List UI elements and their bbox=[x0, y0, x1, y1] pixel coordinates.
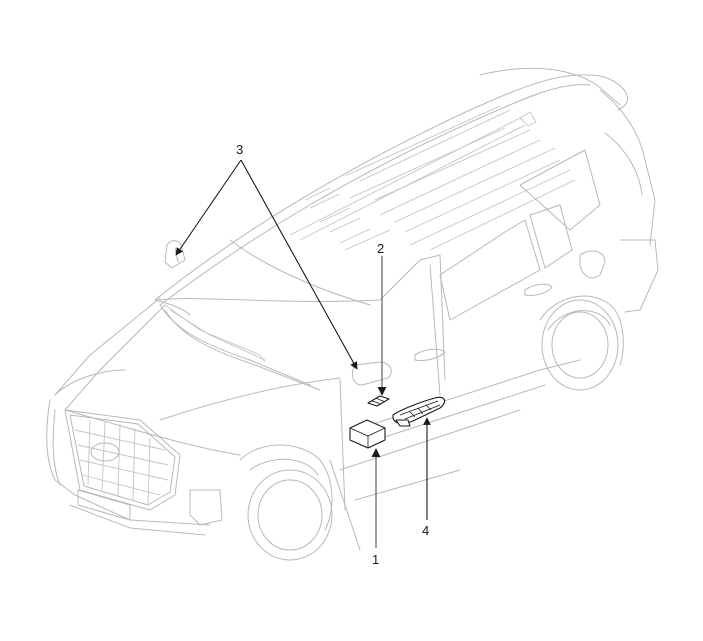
callout-label-3: 3 bbox=[236, 142, 244, 157]
part-1-module bbox=[349, 419, 386, 449]
callout-leaders bbox=[175, 159, 431, 548]
left-mirror-outline bbox=[164, 240, 186, 269]
part-2-switch bbox=[367, 395, 390, 407]
callout-label-2: 2 bbox=[377, 241, 385, 256]
leader-3b bbox=[240, 159, 358, 370]
callout-label-1: 1 bbox=[372, 552, 380, 567]
right-mirror-outline bbox=[351, 361, 392, 386]
vehicle-outline bbox=[46, 67, 659, 561]
part-4-window-switch bbox=[392, 396, 446, 427]
leader-3a bbox=[175, 159, 242, 256]
callout-label-4: 4 bbox=[422, 523, 430, 538]
